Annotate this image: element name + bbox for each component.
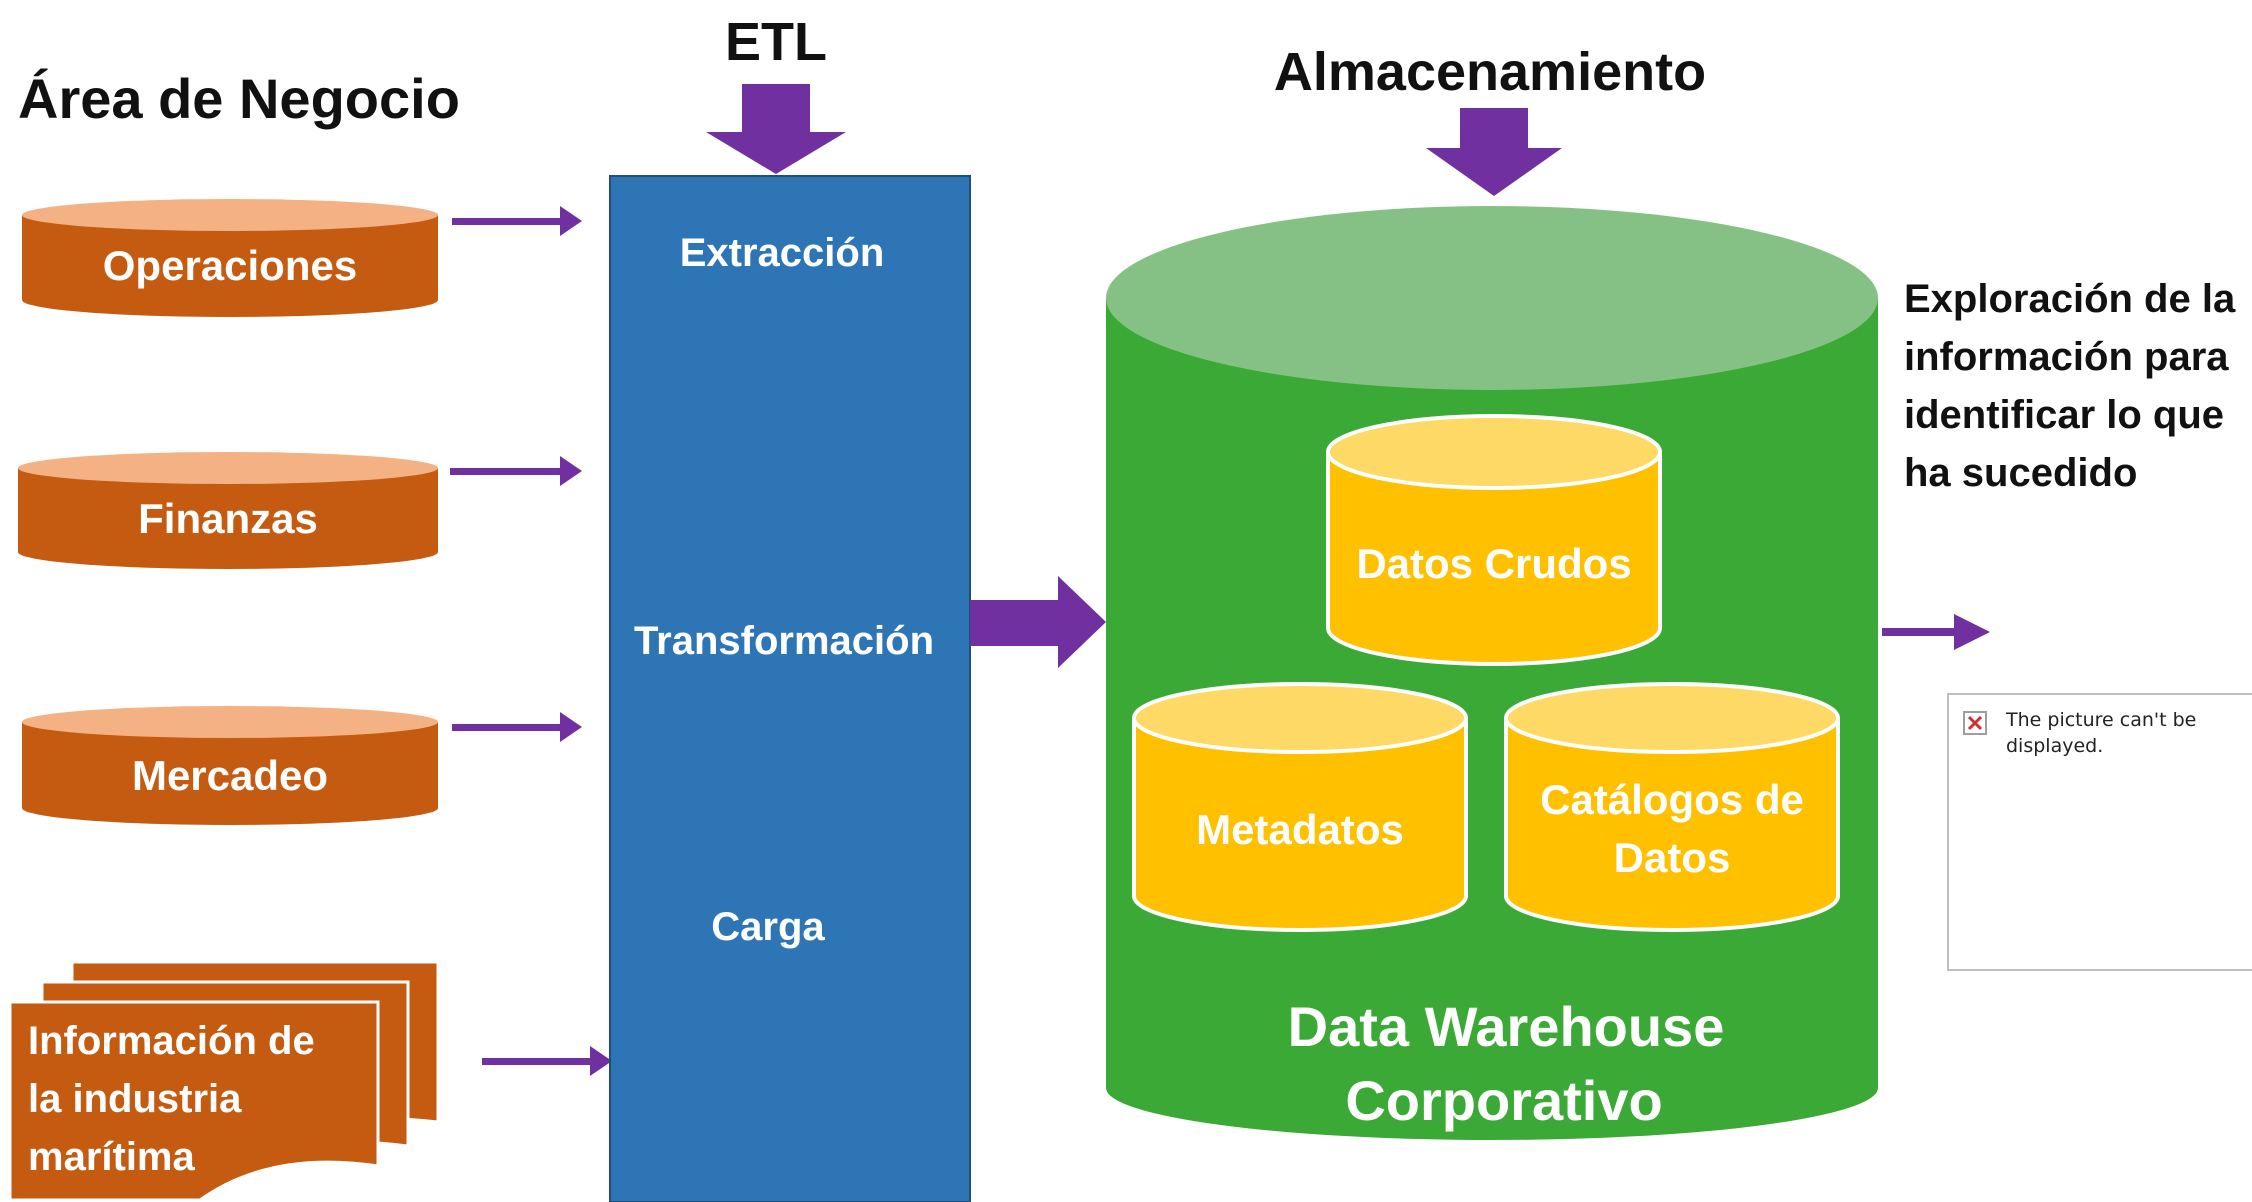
source-arrow-industria <box>482 1046 612 1076</box>
storage-heading: Almacenamiento <box>1274 42 1706 102</box>
source-finanzas: Finanzas <box>18 452 438 569</box>
area-heading: Área de Negocio <box>18 67 460 130</box>
etl-heading: ETL <box>725 12 827 72</box>
source-arrow-operaciones <box>452 206 582 236</box>
warehouse-to-exploration-arrow <box>1882 614 1990 650</box>
etl-step-load: Carga <box>711 905 825 949</box>
source-operaciones: Operaciones <box>22 199 438 317</box>
exploration-line-2: información para <box>1904 335 2229 379</box>
document-source: Información de la industria marítima <box>8 960 440 1202</box>
exploration-line-4: ha sucedido <box>1904 451 2137 495</box>
source-mercadeo: Mercadeo <box>22 706 438 825</box>
store-catalogos-label-line-2: Datos <box>1614 834 1731 881</box>
etl-down-arrow <box>706 84 846 174</box>
store-metadatos-label: Metadatos <box>1196 806 1404 853</box>
missing-picture-line-1: The picture can't be <box>2005 709 2196 731</box>
warehouse-title-line-2: Corporativo <box>1345 1069 1662 1132</box>
missing-picture-placeholder: The picture can't be displayed. <box>1947 693 2252 971</box>
source-finanzas-label: Finanzas <box>138 495 318 542</box>
broken-image-icon <box>1963 711 1987 735</box>
source-arrow-finanzas <box>450 456 582 486</box>
exploration-line-1: Exploración de la <box>1904 277 2236 321</box>
source-operaciones-label: Operaciones <box>103 242 357 289</box>
store-datos-crudos: Datos Crudos <box>1326 414 1662 666</box>
etl-step-extract: Extracción <box>680 231 885 275</box>
document-source-line-1: Información de <box>28 1019 315 1063</box>
store-datos-crudos-label: Datos Crudos <box>1356 540 1631 587</box>
source-arrow-mercadeo <box>452 712 582 742</box>
store-catalogos-label-line-1: Catálogos de <box>1540 776 1804 823</box>
etl-step-transform: Transformación <box>634 619 934 663</box>
exploration-line-3: identificar lo que <box>1904 393 2224 437</box>
document-source-line-2: la industria <box>28 1077 242 1121</box>
source-mercadeo-label: Mercadeo <box>132 752 328 799</box>
store-metadatos: Metadatos <box>1132 682 1468 932</box>
data-warehouse: Data Warehouse Corporativo <box>1106 206 1878 1140</box>
store-catalogos: Catálogos de Datos <box>1504 682 1840 932</box>
etl-column <box>609 175 971 1202</box>
storage-down-arrow <box>1426 108 1562 196</box>
warehouse-title-line-1: Data Warehouse <box>1288 995 1725 1058</box>
document-source-line-3: marítima <box>28 1135 195 1179</box>
etl-to-warehouse-arrow <box>970 576 1106 668</box>
missing-picture-line-2: displayed. <box>2006 735 2103 757</box>
